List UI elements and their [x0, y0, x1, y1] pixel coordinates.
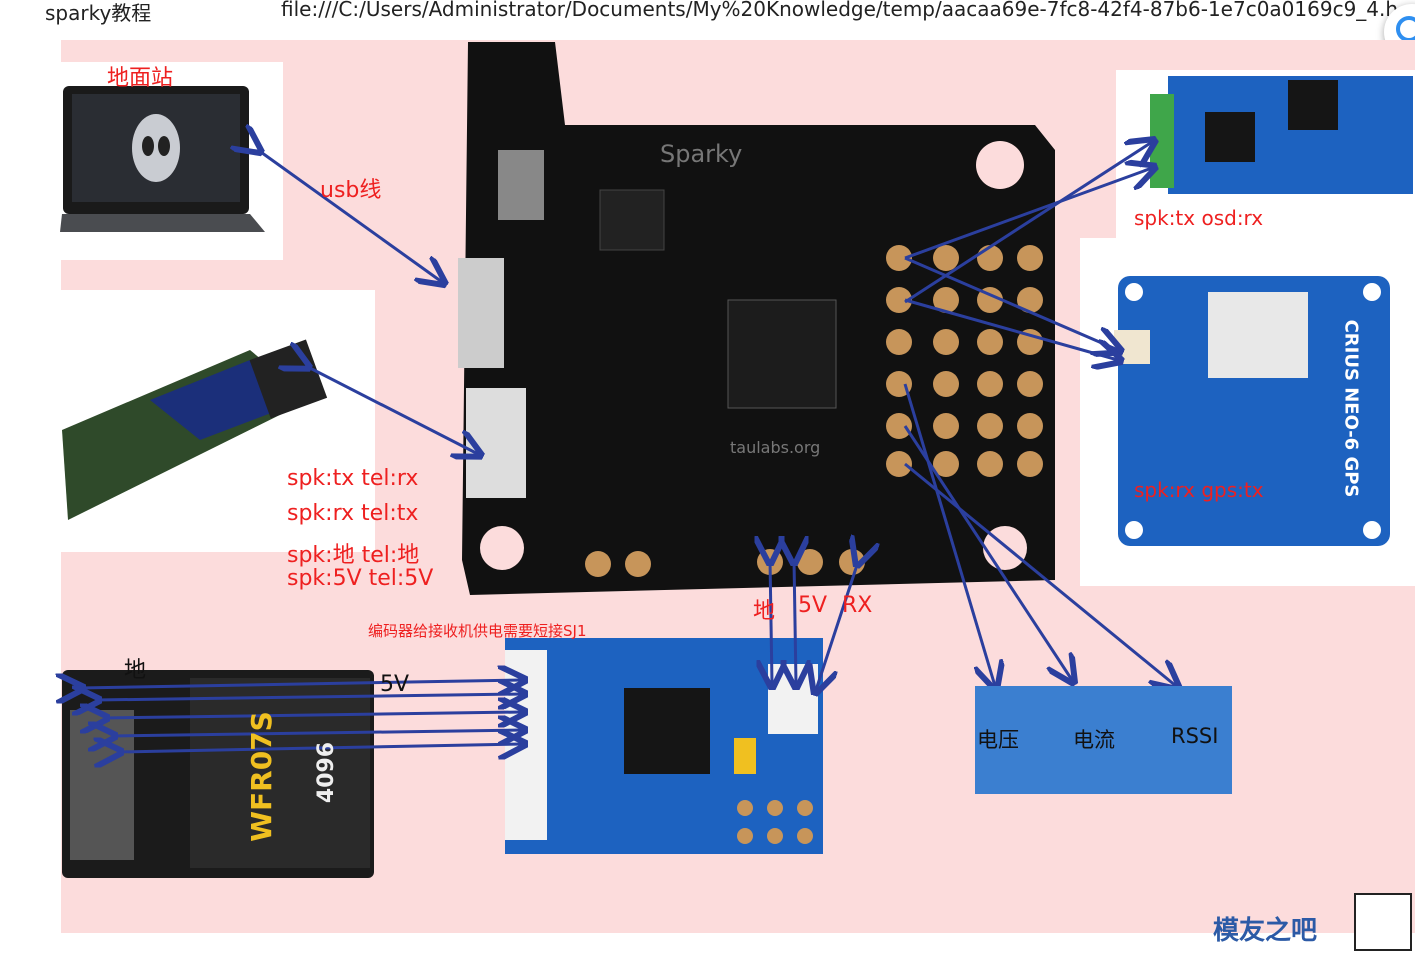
browser-header: sparky教程 file:///C:/Users/Administrator/…: [0, 0, 1415, 26]
bluetooth-module-image: [62, 339, 328, 520]
board-site: taulabs.org: [730, 438, 821, 457]
telemetry-label-4: spk:5V tel:5V: [287, 566, 434, 591]
telemetry-label-2: spk:rx tel:tx: [287, 501, 419, 526]
ground-station-label: 地面站: [107, 66, 174, 91]
receiver-gnd-label: 地: [124, 658, 147, 683]
wiring-arrows: [80, 142, 1176, 752]
receiver-5v-label: 5V: [380, 672, 410, 697]
watermark-logo: 模友之吧: [1213, 916, 1318, 946]
telemetry-label-3: spk:地 tel:地: [287, 543, 420, 568]
usb-label: usb线: [320, 178, 382, 203]
laptop-image: [60, 86, 265, 232]
voltage-label: 电压: [977, 728, 1019, 752]
encoder-note: 编码器给接收机供电需要短接SJ1: [368, 622, 587, 640]
pin-5v-label: 5V: [798, 593, 828, 618]
osd-label: spk:tx osd:rx: [1134, 206, 1264, 230]
sensor-box: 电压 电流 RSSI: [975, 686, 1232, 794]
gps-board-image: [1114, 276, 1390, 546]
current-label: 电流: [1073, 728, 1115, 752]
osd-board-image: [1150, 76, 1413, 194]
board-name: Sparky: [660, 140, 743, 168]
gps-label: spk:rx gps:tx: [1134, 478, 1264, 502]
telemetry-label-1: spk:tx tel:rx: [287, 466, 419, 491]
pin-rx-label: RX: [842, 593, 873, 618]
pin-gnd-label: 地: [753, 599, 776, 624]
receiver-code: 4096: [314, 741, 340, 804]
qr-code: [1354, 893, 1412, 951]
page-title: sparky教程: [45, 1, 152, 25]
file-url[interactable]: file:///C:/Users/Administrator/Documents…: [281, 0, 1399, 21]
receiver-model: WFR07S: [244, 711, 278, 842]
encoder-board-image: [505, 638, 823, 854]
rssi-label: RSSI: [1171, 724, 1219, 748]
gps-module-name: CRIUS NEO-6 GPS: [1340, 319, 1362, 498]
